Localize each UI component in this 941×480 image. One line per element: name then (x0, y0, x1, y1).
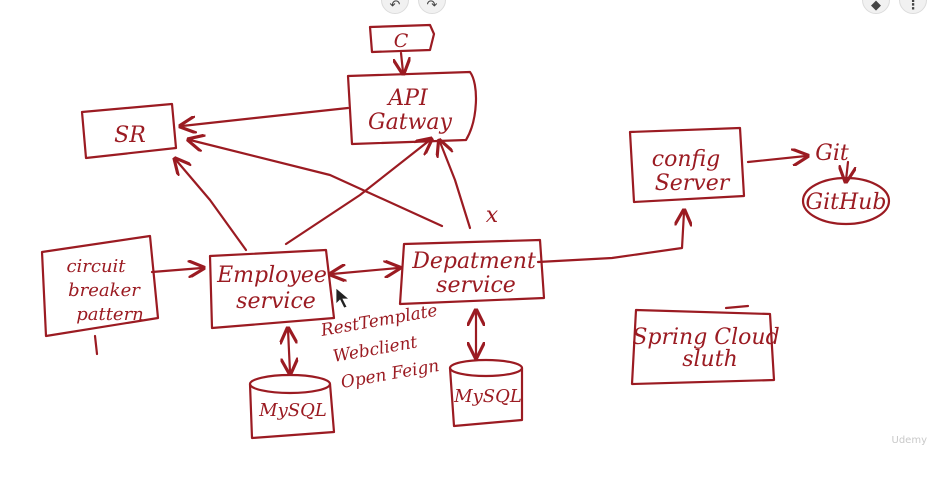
arrow-employee-db (288, 330, 290, 372)
config-label-line2: Server (655, 171, 731, 196)
arrow-config-git (746, 156, 806, 162)
gateway-label-line1: API (386, 86, 429, 111)
arrow-gateway-registry (182, 106, 350, 126)
employee-label-line2: service (236, 289, 316, 314)
arrow-department-gateway (440, 142, 472, 230)
udemy-watermark: Udemy (891, 435, 927, 446)
gateway-label-line2: Gatway (368, 110, 452, 135)
consumer-node: C (368, 23, 436, 54)
arrow-employee-gateway (284, 140, 430, 246)
sleuth-label-line2: sluth (682, 347, 738, 372)
more-options-icon[interactable]: ⋮ (899, 0, 927, 14)
sleuth-top-stroke (724, 304, 750, 310)
department-label-line2: service (436, 273, 516, 298)
service-registry-node: SR (80, 102, 178, 160)
employee-label-line1: Employee (216, 263, 327, 288)
registry-label: SR (114, 123, 146, 148)
client-label-resttemplate: RestTemplate (318, 301, 439, 341)
circuit-breaker-node: circuit breaker pattern (40, 234, 160, 356)
employee-db-label: MySQL (258, 400, 327, 421)
api-gateway-node: API Gatway (346, 70, 478, 146)
github-node: GitHub (801, 176, 891, 226)
department-service-node: Depatment service (398, 238, 546, 306)
employee-service-node: Employee service (208, 248, 336, 330)
circuit-label-line3: pattern (76, 304, 144, 325)
client-libraries-note: RestTemplate Webclient Open Feign (318, 301, 440, 393)
github-label: GitHub (806, 190, 887, 215)
config-label-line1: config (652, 147, 721, 172)
git-label: Git (815, 141, 849, 166)
department-db-label: MySQL (453, 386, 522, 407)
arrow-employee-department (332, 268, 398, 274)
consumer-label: C (394, 30, 409, 52)
arrow-department-registry (190, 140, 444, 228)
spring-cloud-sleuth-node: Spring Cloud sluth (630, 304, 780, 386)
arrow-consumer-gateway (401, 51, 403, 72)
circuit-label-line1: circuit (66, 256, 126, 277)
mouse-cursor-icon (335, 287, 351, 309)
arrow-department-config (536, 212, 684, 264)
config-server-node: config Server (628, 126, 746, 204)
department-label-line1: Depatment (411, 249, 536, 274)
department-mark: x (486, 203, 499, 228)
arrow-employee-registry (176, 160, 248, 252)
department-database-node: MySQL (448, 358, 524, 428)
circuit-label-line2: breaker (68, 280, 141, 301)
employee-database-node: MySQL (248, 373, 336, 440)
circuit-breaker-tail (93, 334, 99, 356)
sleuth-label-line1: Spring Cloud (632, 325, 779, 350)
arrow-circuit-employee (150, 268, 202, 272)
